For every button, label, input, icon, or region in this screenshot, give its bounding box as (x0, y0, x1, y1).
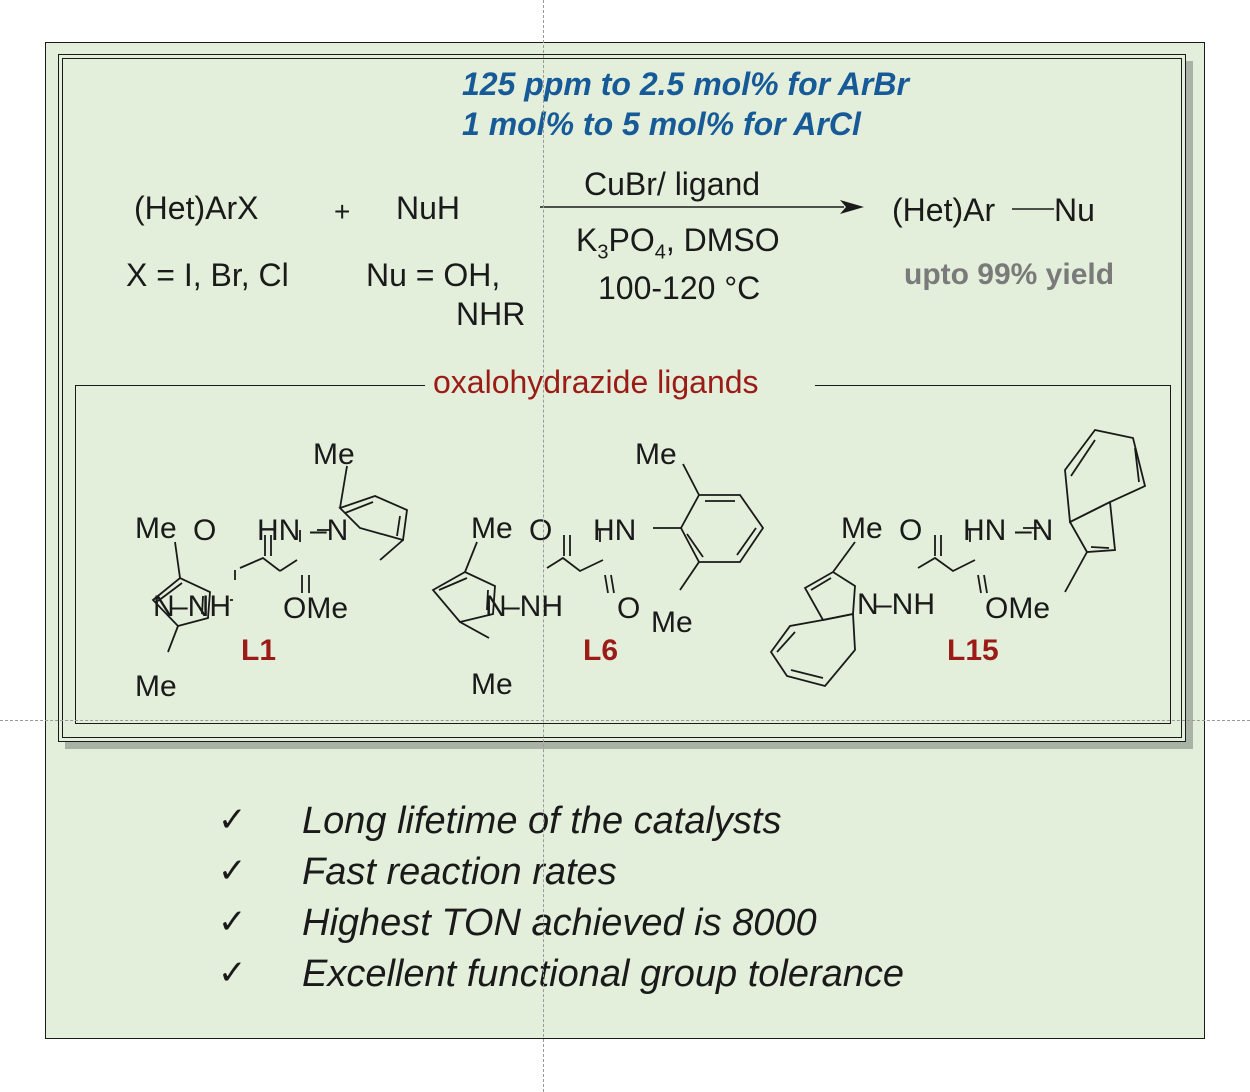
ligand-frame-top-left (75, 385, 425, 386)
vertical-guide-line (543, 0, 544, 1092)
product-bond (1012, 208, 1054, 210)
base-po-subscript: 4 (654, 241, 666, 264)
l1-nh-bottom: –NH (171, 590, 231, 623)
l15-n-left: N (857, 588, 879, 621)
l1-n-right: –N (310, 514, 348, 547)
l6-oxo-top: O (529, 514, 552, 547)
nucleophile: NuH (396, 190, 461, 226)
loading-note: 125 ppm to 2.5 mol% for ArBr 1 mol% to 5… (462, 64, 909, 144)
ligand-structures: Me O HN –N Me N –NH OMe Me L1 Me O HN Me… (135, 429, 1147, 703)
reaction-arrow (540, 200, 864, 214)
temperature: 100-120 °C (598, 270, 761, 306)
l1-n-left: N (153, 590, 175, 623)
nucleophile-definition-nhr: NHR (456, 296, 526, 332)
l6-nh-bottom: –NH (503, 590, 563, 623)
l6-hn-top: HN (593, 514, 636, 547)
benefit-item: Highest TON achieved is 8000 (302, 902, 817, 944)
base-po: PO (608, 222, 655, 258)
benefit-item: Long lifetime of the catalysts (302, 800, 782, 842)
base-k-subscript: 3 (597, 241, 609, 264)
l15-n-right: –N (1015, 514, 1053, 547)
plus-sign: + (334, 196, 351, 227)
ligand-frame (75, 385, 1171, 724)
reaction-panel (58, 54, 1186, 742)
horizontal-guide-line (0, 720, 1250, 721)
l15-oxo-top: O (899, 514, 922, 547)
l1-me-top-left: Me (135, 512, 177, 545)
ligand-section-title: oxalohydrazide ligands (425, 364, 767, 401)
benefit-item: Excellent functional group tolerance (302, 953, 905, 995)
nucleophile-definition: Nu = OH, (366, 257, 501, 293)
reaction-panel-inner-border (62, 58, 1182, 738)
substrate-definition: X = I, Br, Cl (126, 257, 289, 293)
l1-ome: OMe (283, 592, 348, 625)
l6-oxo-bottom: O (617, 592, 640, 625)
l6-me-aryl-bottom: Me (651, 606, 693, 639)
loading-note-arbr: 125 ppm to 2.5 mol% for ArBr (462, 66, 909, 102)
ligand-label-l1: L1 (241, 634, 276, 667)
benefit-item: Fast reaction rates (302, 851, 617, 893)
ligand-label-l15: L15 (947, 634, 999, 667)
l6-me-bottom: Me (471, 668, 513, 701)
base-k: K (576, 222, 598, 258)
check-icon: ✓ (218, 801, 247, 839)
check-icon: ✓ (218, 903, 247, 941)
l1-me-bottom: Me (135, 670, 177, 703)
reagent-catalyst: CuBr/ ligand (584, 166, 761, 202)
l15-me-top: Me (841, 512, 883, 545)
check-icon: ✓ (218, 954, 247, 992)
ligand-frame-top-right (815, 385, 1171, 386)
check-icon: ✓ (218, 852, 247, 890)
outer-panel (45, 42, 1205, 1039)
l1-hn-top: HN (257, 514, 300, 547)
l6-n-left: N (485, 590, 507, 623)
product-aryl: (Het)Ar (892, 192, 996, 228)
l1-me-top-right: Me (313, 438, 355, 471)
reagent-base-solvent: K3PO4, DMSO (576, 222, 780, 264)
l15-hn-top: HN (963, 514, 1006, 547)
l1-oxo-top: O (193, 514, 216, 547)
ligand-label-l6: L6 (583, 634, 618, 667)
substrate: (Het)ArX (134, 190, 259, 226)
l6-me-top-left: Me (471, 512, 513, 545)
product-nucleophile: Nu (1054, 192, 1095, 228)
l15-nh-bottom: –NH (875, 588, 935, 621)
yield-note: upto 99% yield (904, 258, 1115, 291)
loading-note-arcl: 1 mol% to 5 mol% for ArCl (462, 106, 861, 142)
solvent: , DMSO (665, 222, 780, 258)
l6-me-aryl-top: Me (635, 438, 677, 471)
l15-ome: OMe (985, 592, 1050, 625)
